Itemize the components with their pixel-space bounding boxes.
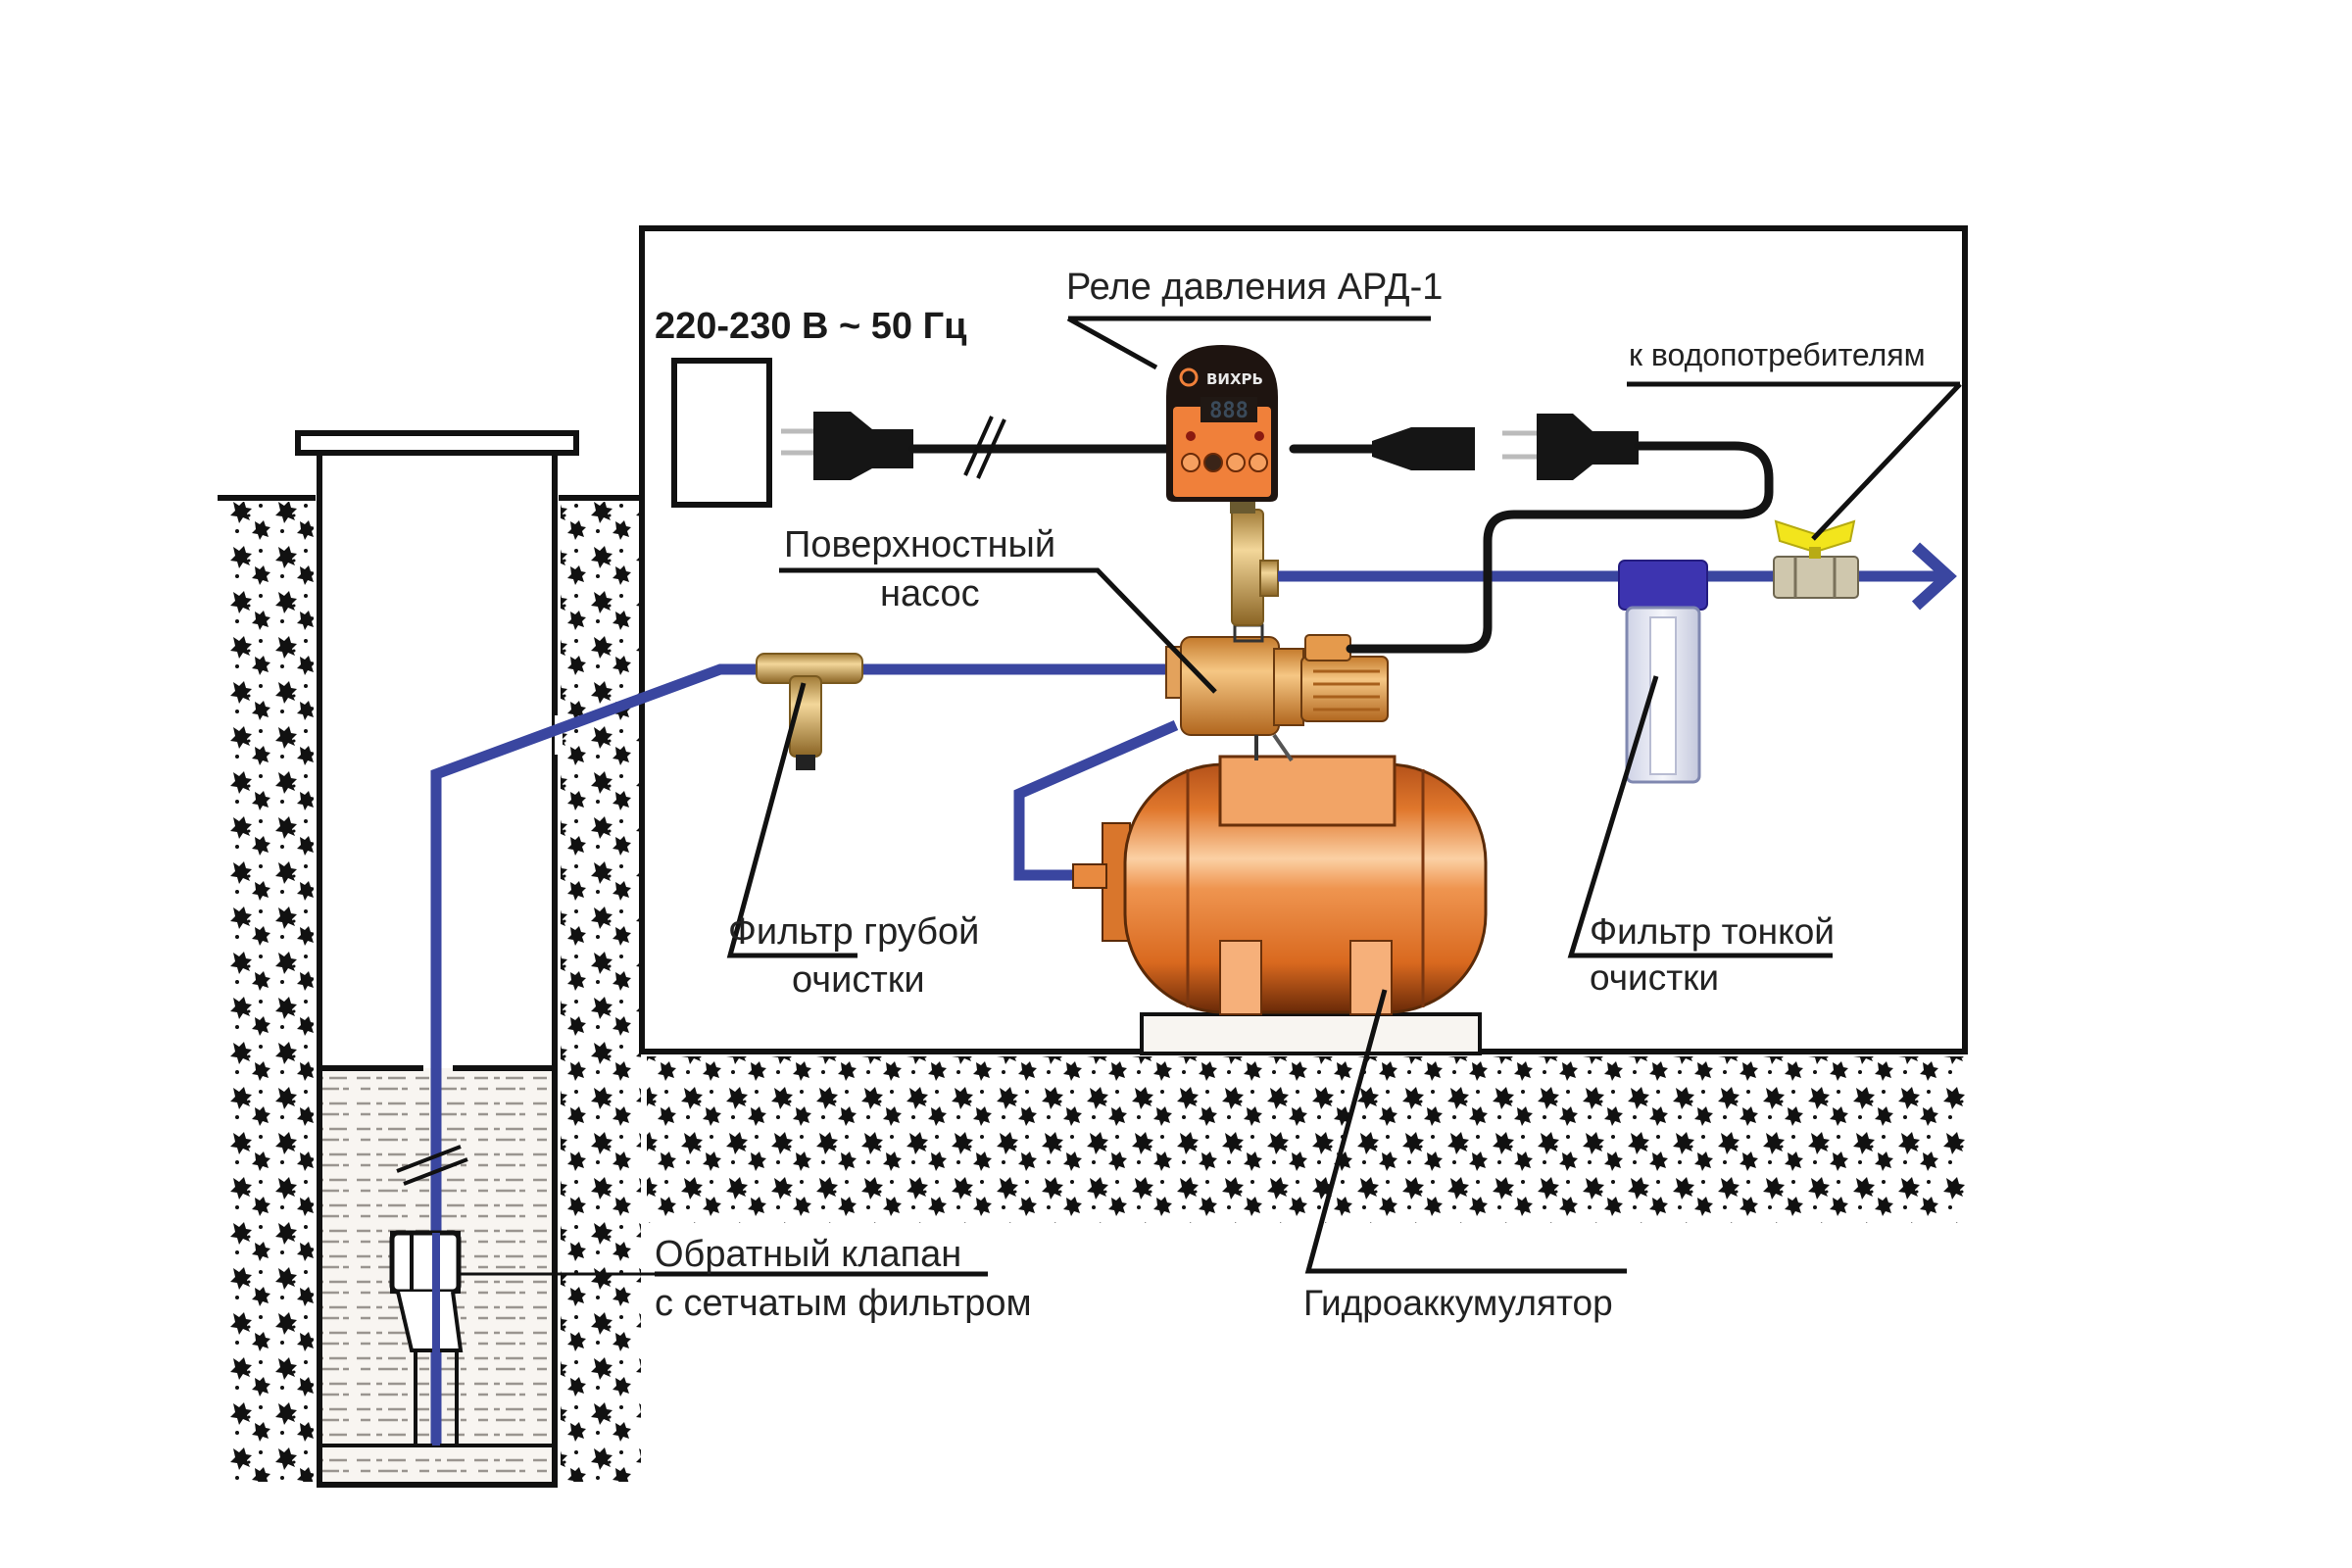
accumulator-leader: [1304, 989, 1627, 1274]
brass-tee: [1231, 509, 1279, 626]
suction-pipe: [430, 663, 1176, 1446]
mains-plug-icon: [781, 412, 913, 480]
leader-lines: [459, 316, 1962, 1277]
tank-foot-left: [1219, 940, 1262, 1015]
well-wall-gap: [555, 715, 563, 755]
pressure-relay-label: Реле давления АРД-1: [1066, 267, 1443, 308]
relay-led-left: [1186, 431, 1196, 441]
relay-led-right: [1254, 431, 1264, 441]
flow-arrow-icon: [1911, 542, 1957, 611]
fine-filter-head: [1618, 560, 1708, 611]
tank-foot-right: [1349, 940, 1393, 1015]
wall-socket: [671, 358, 772, 508]
pump-mount-plate: [1218, 755, 1396, 827]
relay-socket-icon: [1372, 427, 1475, 470]
surface-pump: [1165, 623, 1389, 762]
relay-button-plus: [1249, 453, 1268, 472]
surface-pump-label-line1: Поверхностный: [784, 524, 1055, 565]
relay-faceplate: [1173, 407, 1271, 497]
surface-pump-label-line2: насос: [880, 573, 980, 614]
motor-terminal-box: [1304, 634, 1351, 662]
relay-display: [1200, 397, 1257, 422]
check-valve: [389, 1230, 464, 1447]
fine-filter-label-line1: Фильтр тонкой: [1590, 911, 1835, 952]
soil-left: [227, 502, 314, 1482]
to-consumers-label: к водопотребителям: [1629, 337, 1926, 372]
pump-power-cable: [1346, 441, 1774, 654]
coarse-filter-leader: [726, 682, 858, 958]
well-walls: [317, 453, 558, 1488]
fine-filter-leader: [1567, 675, 1833, 958]
pump-housing: [1180, 636, 1280, 736]
power-supply-label: 220-230 В ~ 50 Гц: [655, 306, 967, 347]
ball-valve-body: [1773, 556, 1859, 599]
relay-brand: ВИХРЬ: [1206, 370, 1263, 388]
check-valve-label-line1: Обратный клапан: [655, 1234, 961, 1275]
soil-under-room: [647, 1056, 1965, 1223]
fine-filter-label-line2: очистки: [1590, 957, 1719, 998]
well-cap: [295, 430, 579, 456]
fine-filter: [1618, 560, 1708, 784]
pump-label-leader: [779, 567, 1217, 694]
relay-display-digits: 888: [1209, 399, 1249, 423]
ground: [218, 495, 1965, 1482]
relay-button-1: [1181, 453, 1200, 472]
check-valve-label-line2: с сетчатым фильтром: [655, 1283, 1032, 1324]
pump-plug-icon: [1502, 414, 1639, 480]
coarse-filter-label-line1: Фильтр грубой: [728, 911, 979, 953]
pipe-break-mark: [396, 1145, 468, 1186]
pump-to-tank-pipe: [1013, 719, 1179, 881]
coarse-filter-label-line2: очистки: [792, 959, 925, 1001]
pressure-relay: 888 ВИХРЬ: [1166, 345, 1278, 514]
cable-break-mark: [963, 416, 1006, 479]
coarse-filter: [756, 653, 863, 770]
relay-button-2: [1203, 453, 1223, 472]
accumulator-label: Гидроаккумулятор: [1303, 1283, 1613, 1323]
tank-base-slab: [1140, 1012, 1482, 1055]
relay-button-minus: [1226, 453, 1246, 472]
vortex-logo-icon: [1179, 368, 1199, 387]
pump-motor: [1300, 656, 1389, 722]
soil-right-of-well: [561, 502, 641, 1482]
hydro-accumulator: [1072, 755, 1488, 1015]
